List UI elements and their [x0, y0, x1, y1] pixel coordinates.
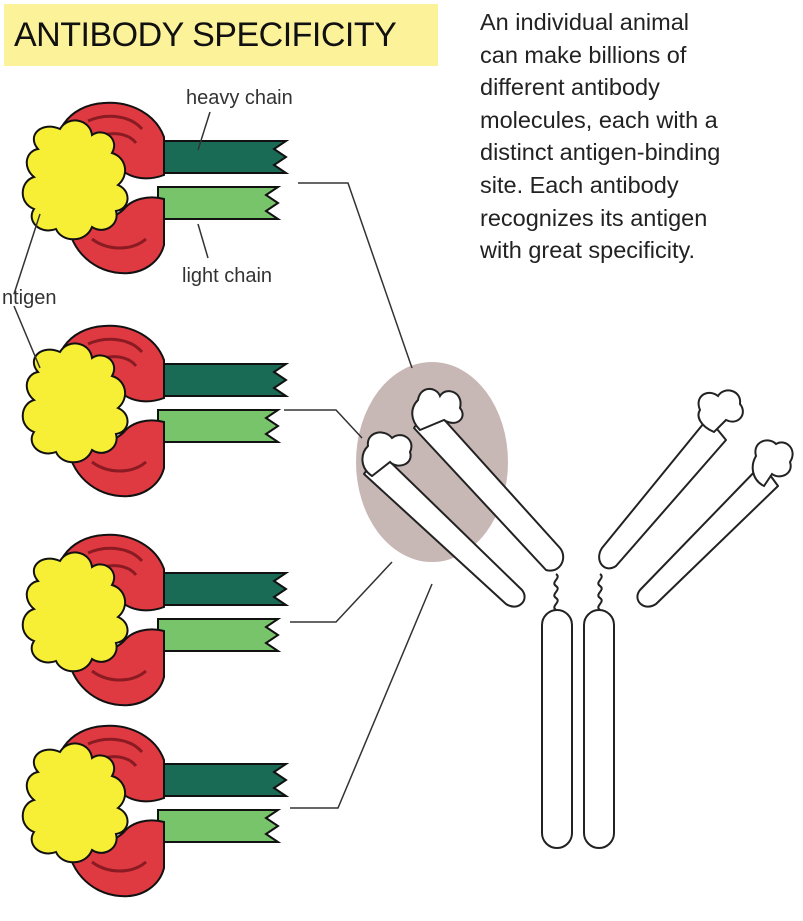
heavy-chain-label: heavy chain	[186, 87, 293, 109]
connector-line	[298, 183, 412, 368]
antigen-label: ntigen	[2, 287, 57, 309]
antigen-leader	[14, 214, 40, 294]
heavy-chain-stem-right	[584, 610, 614, 848]
connector-line	[290, 562, 392, 622]
connector-line	[290, 584, 432, 808]
hinge-right	[598, 574, 601, 610]
right-arm-tip-upper	[699, 390, 743, 432]
antibody-complex-1	[23, 103, 286, 273]
heavy-chain-stem-left	[542, 610, 572, 848]
antigen-leader	[14, 306, 40, 368]
antibody-complex-3	[23, 535, 286, 705]
antibody-complex-2	[23, 326, 286, 496]
antibody-complex-4	[23, 726, 286, 896]
connector-line	[284, 410, 362, 438]
hinge-left	[554, 574, 557, 610]
light-chain-leader	[198, 224, 208, 258]
light-chain-label: light chain	[182, 265, 272, 287]
